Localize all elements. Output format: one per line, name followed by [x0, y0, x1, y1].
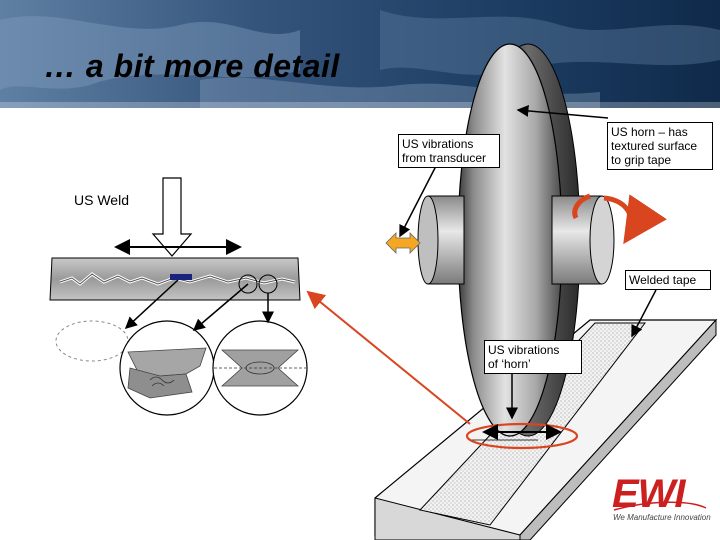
callout-vibrations-horn: US vibrations of ‘horn’ — [484, 340, 582, 374]
detail-circle-middle — [119, 320, 215, 416]
downforce-arrow-icon — [151, 177, 193, 257]
callout-horn-description: US horn – has textured surface to grip t… — [607, 122, 713, 170]
ewi-tagline: We Manufacture Innovation — [613, 513, 711, 522]
weld-cross-section — [49, 257, 301, 301]
label-us-weld: US Weld — [74, 192, 129, 208]
detail-circle-right — [212, 320, 308, 416]
detail-circle-left — [55, 320, 129, 362]
logo-swoosh-icon — [613, 501, 707, 511]
slide-title: … a bit more detail — [44, 48, 340, 84]
rotation-arrow-icon — [603, 194, 667, 245]
section-to-contact-pointer — [306, 290, 471, 425]
header-banner — [0, 0, 720, 108]
ewi-logo: EWI — [612, 472, 686, 516]
callout-vibrations-transducer: US vibrations from transducer — [398, 134, 500, 168]
callout-welded-tape: Welded tape — [625, 270, 711, 290]
transducer-vibration-arrow-icon — [385, 232, 421, 254]
